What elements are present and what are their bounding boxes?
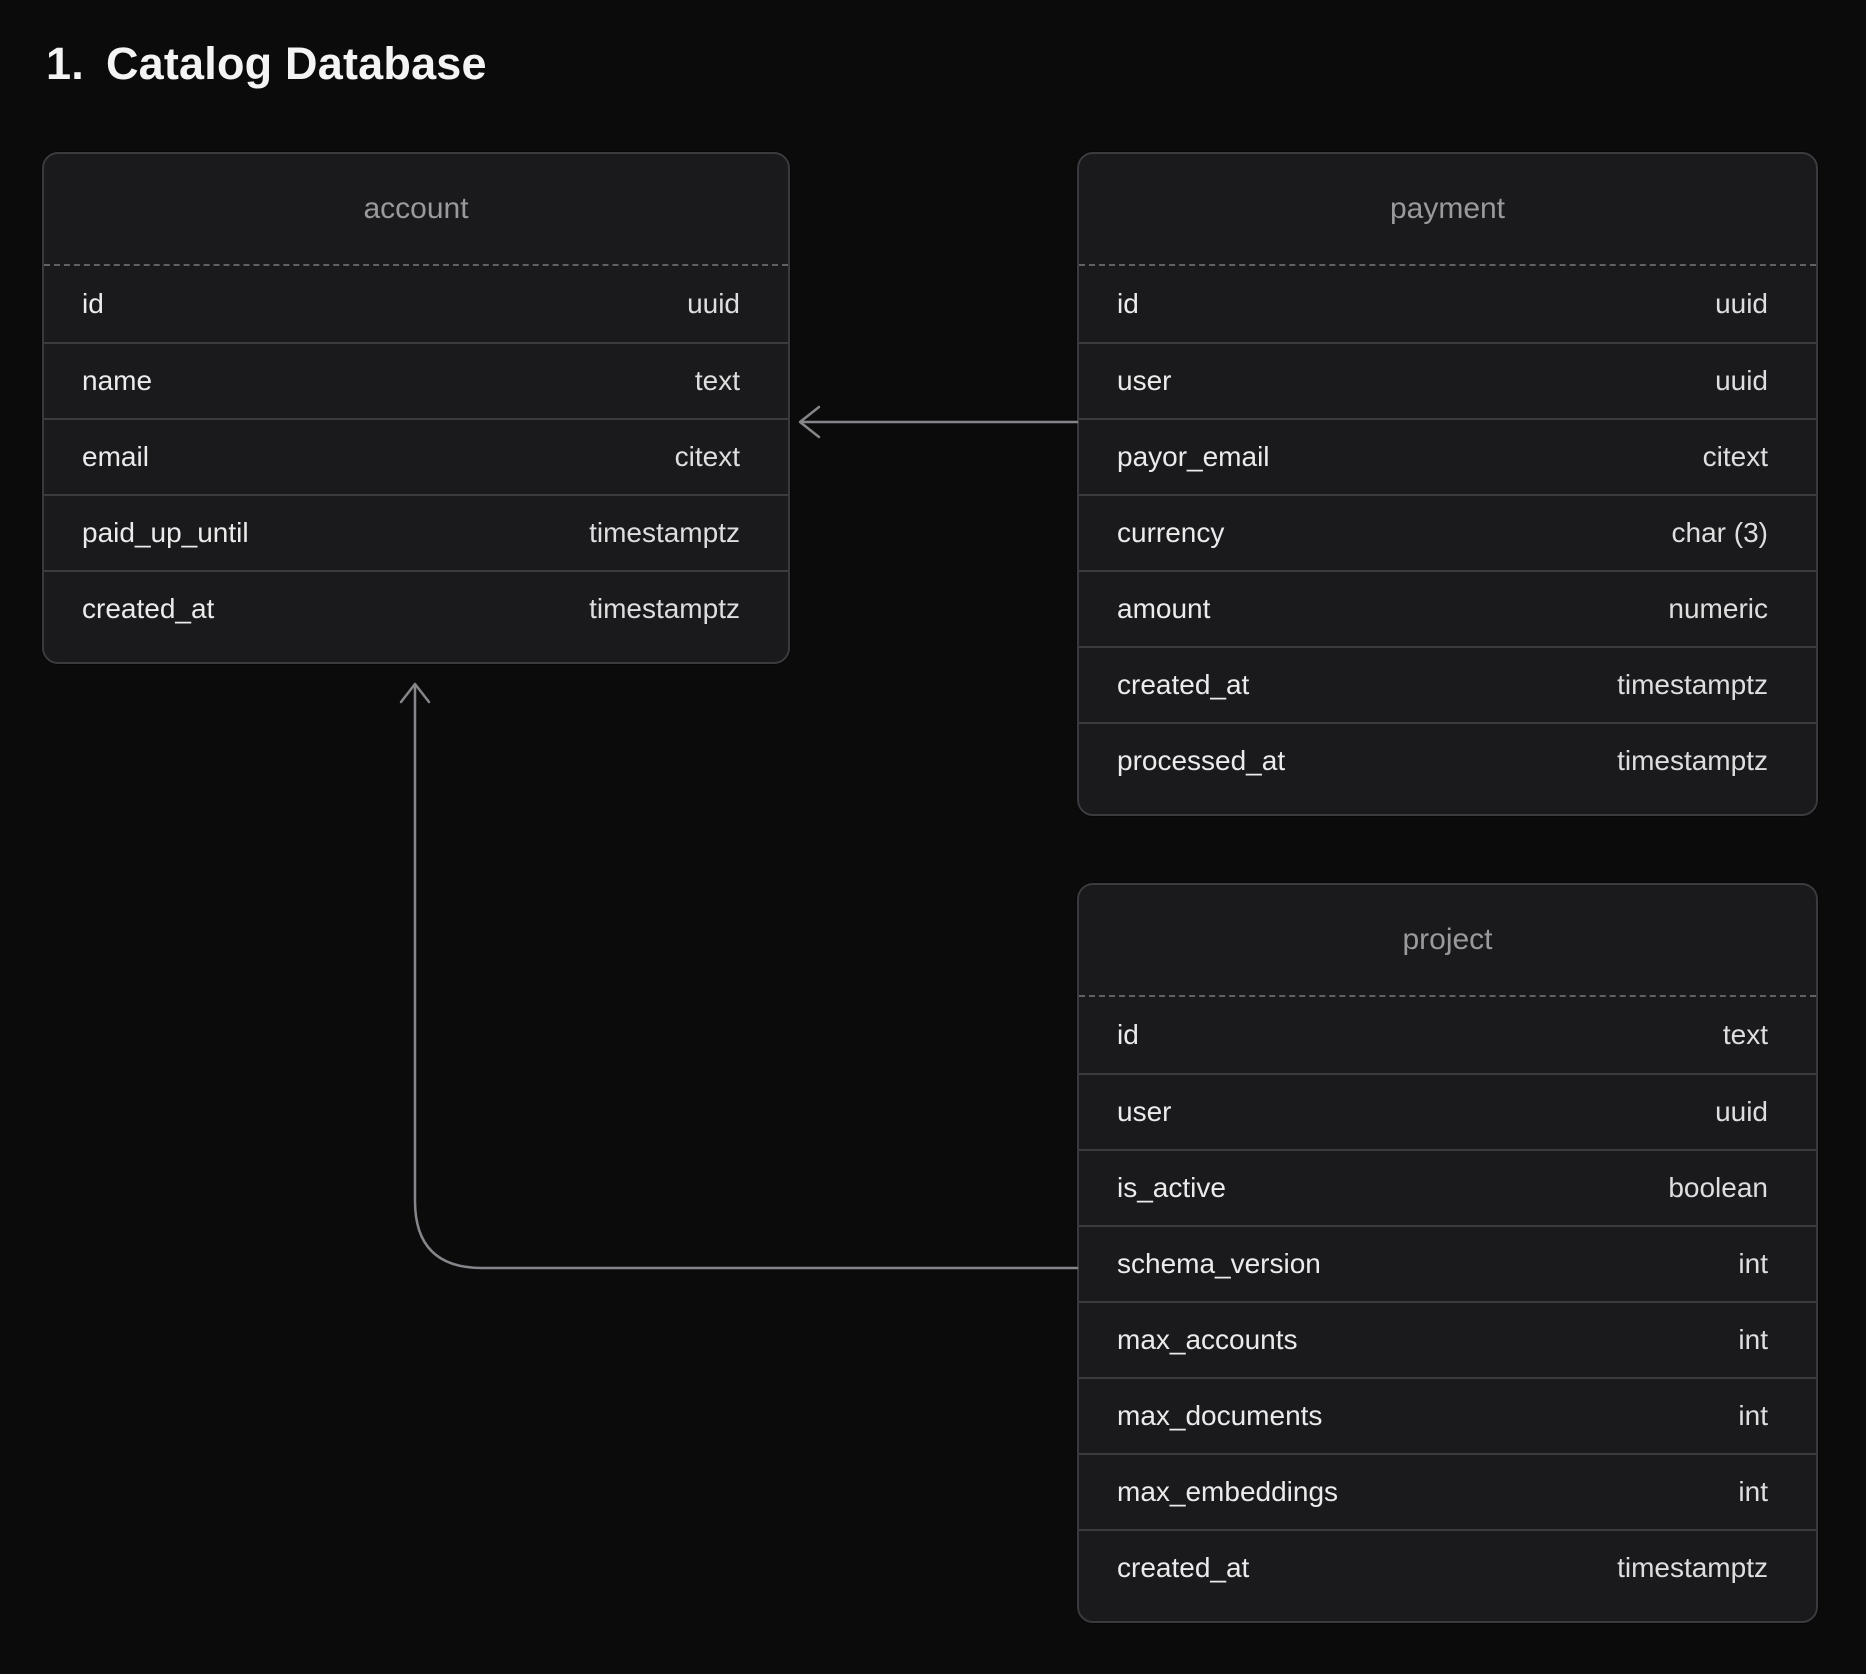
table-row: schema_version int [1079, 1225, 1816, 1301]
column-type: uuid [1715, 1096, 1768, 1127]
table-row: paid_up_until timestamptz [44, 494, 788, 570]
column-name: id [82, 288, 104, 319]
column-type: uuid [1715, 288, 1768, 319]
column-type: timestamptz [1617, 745, 1768, 776]
arrowhead-up-icon [399, 682, 431, 704]
table-name: project [1402, 923, 1493, 956]
table-row: user uuid [1079, 342, 1816, 418]
table-body: id text user uuid is_active boolean sche… [1079, 997, 1816, 1621]
column-type: timestamptz [1617, 669, 1768, 700]
column-name: is_active [1117, 1172, 1226, 1203]
column-type: int [1738, 1324, 1768, 1355]
table-name: payment [1389, 192, 1506, 225]
column-name: user [1117, 1096, 1172, 1127]
table-row: max_accounts int [1079, 1301, 1816, 1377]
column-name: user [1117, 365, 1172, 396]
column-name: created_at [1117, 669, 1250, 700]
column-name: name [82, 365, 153, 396]
column-name: email [82, 441, 149, 472]
column-type: text [694, 365, 740, 396]
column-name: id [1117, 1019, 1139, 1050]
table-row: name text [44, 342, 788, 418]
table-row: processed_at timestamptz [1079, 722, 1816, 798]
column-type: timestamptz [589, 593, 740, 624]
table-card-account[interactable]: account id uuid name text email citext p… [42, 152, 790, 664]
table-row: amount numeric [1079, 570, 1816, 646]
table-body: id uuid name text email citext paid_up_u… [44, 266, 788, 662]
column-type: uuid [1715, 365, 1768, 396]
column-type: uuid [687, 288, 740, 319]
table-body: id uuid user uuid payor_email citext cur… [1079, 266, 1816, 814]
table-row: currency char (3) [1079, 494, 1816, 570]
table-row: max_documents int [1079, 1377, 1816, 1453]
column-type: boolean [1668, 1172, 1768, 1203]
column-name: max_embeddings [1117, 1476, 1339, 1507]
table-row: id uuid [44, 266, 788, 342]
column-type: text [1722, 1019, 1768, 1050]
column-type: int [1738, 1476, 1768, 1507]
column-name: currency [1117, 517, 1225, 548]
table-card-project[interactable]: project id text user uuid is_active bool… [1077, 883, 1818, 1623]
arrowhead-left-icon [798, 405, 821, 439]
relationship-payment-account-arrow [798, 405, 1079, 439]
column-name: created_at [82, 593, 215, 624]
page-title: 1. Catalog Database [46, 38, 487, 90]
connector-line [413, 683, 1079, 1270]
table-row: max_embeddings int [1079, 1453, 1816, 1529]
column-type: timestamptz [1617, 1552, 1768, 1583]
page-title-text: Catalog Database [105, 38, 487, 89]
table-row: created_at timestamptz [44, 570, 788, 646]
column-name: id [1117, 288, 1139, 319]
column-name: paid_up_until [82, 517, 249, 548]
table-header: payment [1079, 154, 1816, 266]
table-row: created_at timestamptz [1079, 1529, 1816, 1605]
table-card-payment[interactable]: payment id uuid user uuid payor_email ci… [1077, 152, 1818, 816]
table-header: project [1079, 885, 1816, 997]
column-name: processed_at [1117, 745, 1286, 776]
column-name: max_documents [1117, 1400, 1323, 1431]
table-row: created_at timestamptz [1079, 646, 1816, 722]
column-type: citext [1702, 441, 1768, 472]
table-name: account [363, 192, 469, 225]
column-type: numeric [1668, 593, 1768, 624]
table-row: id text [1079, 997, 1816, 1073]
column-name: schema_version [1117, 1248, 1321, 1279]
page-title-number: 1. [46, 38, 84, 89]
table-row: id uuid [1079, 266, 1816, 342]
table-header: account [44, 154, 788, 266]
column-type: int [1738, 1400, 1768, 1431]
column-name: created_at [1117, 1552, 1250, 1583]
table-row: is_active boolean [1079, 1149, 1816, 1225]
column-type: timestamptz [589, 517, 740, 548]
column-type: char (3) [1671, 517, 1768, 548]
table-row: email citext [44, 418, 788, 494]
relationship-project-account-arrow [399, 682, 1079, 1270]
column-name: payor_email [1117, 441, 1270, 472]
table-row: payor_email citext [1079, 418, 1816, 494]
column-type: citext [674, 441, 740, 472]
column-name: amount [1117, 593, 1211, 624]
table-row: user uuid [1079, 1073, 1816, 1149]
column-name: max_accounts [1117, 1324, 1298, 1355]
column-type: int [1738, 1248, 1768, 1279]
